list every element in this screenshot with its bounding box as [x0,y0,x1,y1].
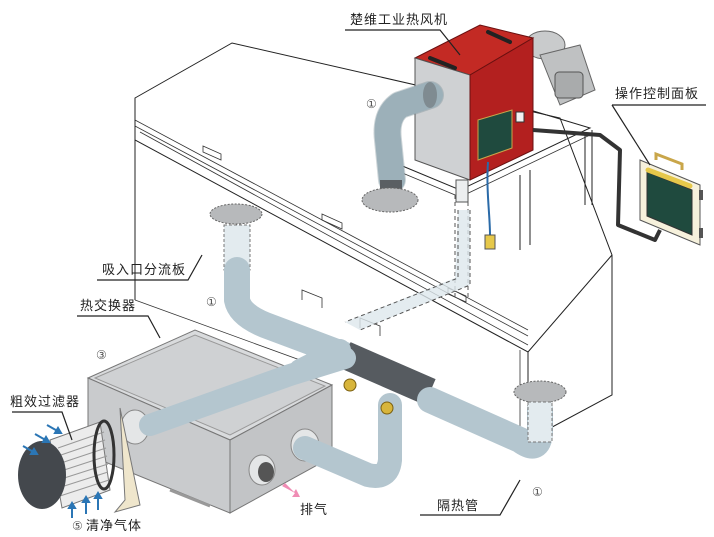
clean-air-arrows [22,424,103,518]
marker-1-heater-pipe: ① [366,97,377,111]
control-panel [639,151,703,246]
marker-3-exchanger: ③ [96,348,107,362]
label-heat-exchanger: 热交换器 [80,298,136,314]
exhaust-arrow [282,483,300,497]
marker-5-clean-air: ⑤ [72,519,83,533]
label-control-panel: 操作控制面板 [615,86,699,102]
insulated-pipes [139,81,567,488]
control-cable [532,128,662,242]
label-clean-air: 清净气体 [86,518,142,534]
coarse-filter [18,407,141,513]
label-insulated-pipe: 隔热管 [437,499,479,514]
label-coarse-filter: 粗效过滤器 [10,395,80,410]
marker-1-intake-pipe: ① [206,295,217,309]
marker-1-outlet-pipe: ① [532,485,543,499]
label-intake-plate: 吸入口分流板 [102,263,186,278]
heat-exchanger [86,329,334,514]
label-exhaust: 排气 [300,502,328,518]
label-heater: 楚维工业热风机 [350,13,448,28]
industrial-heater [413,24,596,250]
internal-duct [344,210,471,331]
leader-lines [12,29,706,516]
